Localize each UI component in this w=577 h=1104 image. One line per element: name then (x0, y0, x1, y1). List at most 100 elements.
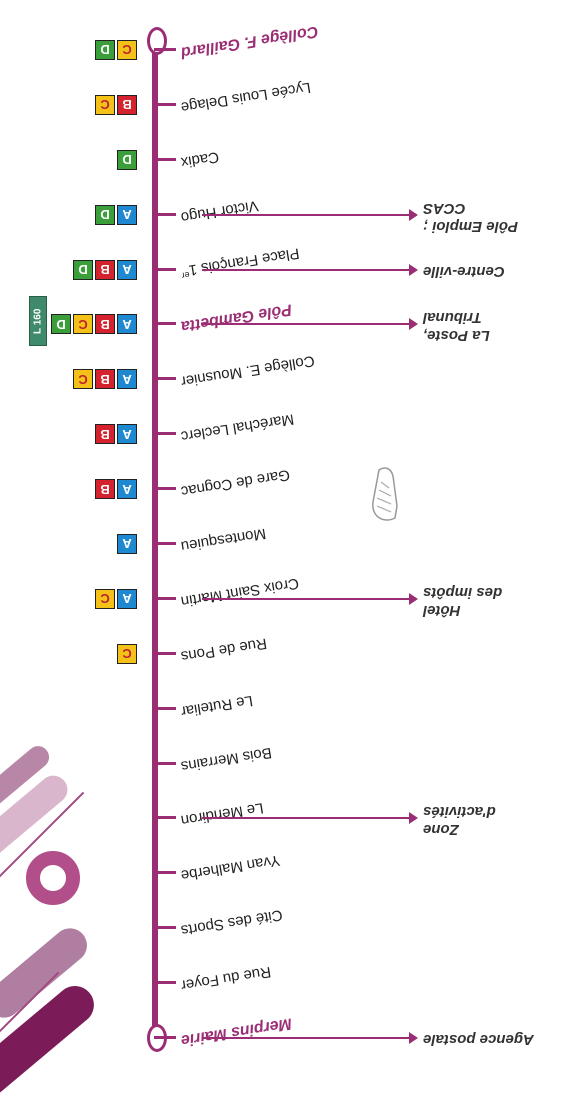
connection-label-line: Pôle Emploi ; (423, 217, 519, 235)
line-a-badge: A (117, 588, 137, 609)
stop-name: Yvan Malherbe (179, 851, 282, 885)
stop-tick (154, 761, 176, 765)
stop-tick (154, 432, 176, 436)
stop-name: Pôle Gambetta (179, 301, 294, 336)
line-a-badge: A (117, 369, 137, 390)
arrow-head-icon (409, 812, 418, 825)
line-badges: D (117, 149, 137, 170)
stop-tick (154, 542, 176, 545)
decorative-ring (26, 851, 80, 905)
line-a-badge: A (117, 259, 137, 280)
stop-tick (154, 926, 176, 930)
connection-label-line: Centre-ville (423, 262, 505, 280)
line-c-badge: C (95, 588, 115, 609)
connection-label-line: CCAS (423, 199, 466, 217)
stop-tick (154, 212, 176, 216)
line-a-badge: A (117, 314, 137, 335)
line-a-badge: A (117, 204, 137, 225)
arrow-head-icon (409, 1032, 418, 1044)
stop-tick (154, 1036, 176, 1039)
line-map: Merpins Mairie Rue du Foyer Cité des Sport… (0, 22, 577, 1104)
connection-label-line: Zone (423, 821, 459, 839)
stop-name: Victor Hugo (179, 196, 260, 226)
arrow-head-icon (409, 592, 418, 605)
connection-label-line: Agence postale (423, 1031, 534, 1048)
line-a-badge: A (117, 479, 137, 500)
arrow-head-icon (409, 263, 418, 276)
stop-tick (154, 981, 176, 985)
line-b-badge: B (95, 314, 115, 335)
line-badges: A (117, 534, 137, 554)
stop-tick (154, 157, 176, 161)
line-d-badge: D (95, 204, 115, 225)
connection-label-line: Hôtel (423, 601, 461, 619)
line-b-badge: B (95, 424, 115, 445)
stop-tick (154, 267, 176, 271)
line-c-badge: C (117, 40, 137, 60)
stop-name: Maréchal Leclerc (179, 410, 296, 446)
connection-line (202, 597, 414, 600)
connection-line (202, 817, 414, 820)
stop-name: Rue de Pons (179, 634, 268, 665)
arrow-head-icon (409, 208, 418, 221)
stop-tick (154, 322, 176, 326)
chevron-logo-icon (372, 467, 398, 521)
line-c-badge: C (117, 643, 137, 664)
stop-name: Bois Merrains (179, 743, 273, 775)
stop-name: Cadix (179, 147, 221, 171)
stop-name: Gare de Cognac (179, 466, 292, 501)
stop-tick (154, 596, 176, 600)
line-d-badge: D (117, 149, 137, 170)
stop-tick (154, 48, 176, 51)
connection-line (202, 268, 414, 271)
stop-tick (154, 816, 176, 820)
line-d-badge: D (73, 259, 93, 280)
arrow-head-icon (409, 318, 418, 331)
stop-name: Collège E. Mousnier (179, 352, 316, 391)
stop-name: Cité des Sports (179, 906, 284, 940)
line-b-badge: B (95, 369, 115, 390)
stop-tick (154, 706, 176, 710)
connection-label: Pôle Emploi ;CCAS (423, 199, 577, 235)
connection-label: Agence postale (423, 1030, 577, 1048)
connection-line (202, 323, 414, 326)
connection-label-line: Tribunal (423, 309, 482, 327)
connection-label: Centre-ville (423, 262, 577, 280)
connection-label-line: des impôts (423, 583, 503, 601)
stop-name: Lycée Louis Delage (179, 78, 312, 116)
line-c-badge: C (73, 369, 93, 390)
stop-name: Montesquieu (179, 524, 268, 555)
line-b-badge: B (117, 94, 137, 115)
connection-label-line: La Poste, (423, 327, 490, 345)
line-b-badge: B (95, 259, 115, 280)
line-d-badge: D (95, 40, 115, 60)
stop-name: Place François 1er (180, 243, 301, 281)
line-badges: C (117, 643, 137, 664)
line-b-badge: B (95, 479, 115, 500)
stop-name: Rue du Foyer (179, 963, 273, 995)
line-a-badge: A (117, 534, 137, 554)
line-c-badge: C (73, 314, 93, 335)
line-l160-badge: L 160 (29, 296, 47, 347)
line-c-badge: C (95, 94, 115, 115)
stop-name: Merpins Mairie (179, 1014, 294, 1049)
stop-name: Collège F. Gaillard (179, 22, 320, 61)
stop-tick (154, 102, 176, 106)
stop-tick (154, 871, 176, 875)
stop-name-superscript: er (180, 269, 191, 281)
connection-line (202, 1037, 414, 1039)
stop-name: Le Ruteliar (179, 691, 254, 720)
connection-label-line: d'activités (423, 803, 496, 821)
line-d-badge: D (51, 314, 71, 335)
